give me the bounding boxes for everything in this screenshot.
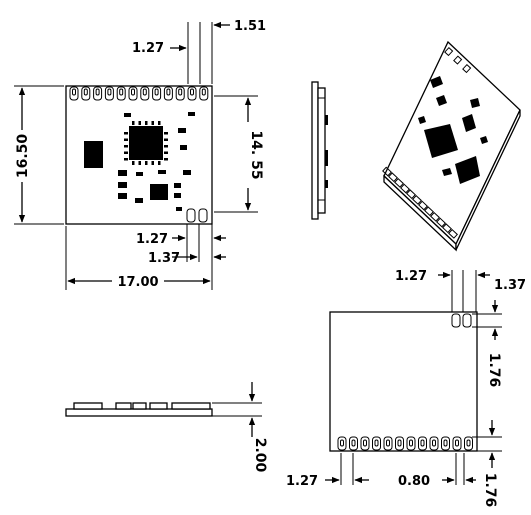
crystal-block [84, 141, 103, 168]
bottom-view: 1.27 1.37 1.76 1.27 0.80 1.76 [286, 269, 526, 507]
thickness-dimension-label: 2.00 [252, 438, 268, 473]
bottom-view-board-outline [329, 311, 478, 452]
small-components [118, 112, 195, 211]
top-edge-pads [69, 86, 209, 101]
top-pitch-label: 1.27 [132, 41, 164, 56]
bottom-view-bottom-pads [337, 436, 473, 451]
isometric-top-pads [444, 46, 472, 74]
bottom-offset-label: 1.37 [148, 251, 180, 266]
isometric-chip [424, 124, 458, 158]
top-offset-label: 1.51 [234, 19, 266, 34]
bottom-pad-height-label: 1.76 [482, 473, 498, 508]
width-dimension-label: 17.00 [117, 275, 158, 290]
isometric-view [382, 40, 521, 252]
isometric-left-pads [382, 166, 458, 239]
right-pad-height-label: 1.76 [486, 353, 502, 388]
bottom-pitch-label: 1.27 [136, 232, 168, 247]
bottom-edge-pads [186, 208, 208, 223]
bottom-view-top-pitch-label: 1.27 [395, 269, 427, 284]
pad-width-label: 0.80 [398, 474, 430, 489]
inner-height-dimension-label: 14. 55 [248, 130, 264, 179]
side-view-horizontal: 2.00 [65, 382, 268, 473]
top-view: 17.00 16.50 14. 55 1.27 1.51 1.27 1.37 [14, 19, 266, 290]
side-view-vertical [311, 81, 328, 220]
bottom-view-edge-label: 1.37 [494, 278, 526, 293]
height-dimension-label: 16.50 [15, 134, 31, 179]
bottom-view-bottom-pitch-label: 1.27 [286, 474, 318, 489]
bottom-view-top-pads [451, 313, 472, 328]
qfn-chip [124, 121, 168, 165]
